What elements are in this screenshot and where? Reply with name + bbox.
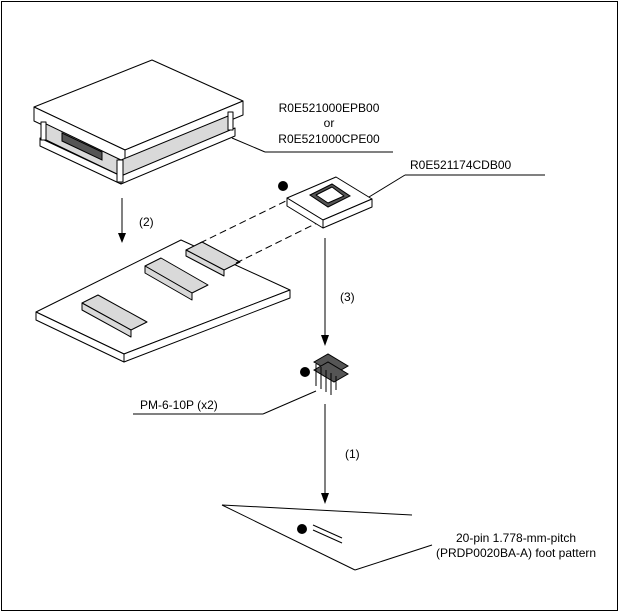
emulator-unit (33, 59, 244, 185)
emulator-part-1-label: R0E521000EPB00 (279, 101, 380, 115)
foot-pattern-pin1-marker (297, 524, 307, 534)
arrow-3-head (321, 335, 329, 346)
step-2-label: (2) (139, 215, 154, 229)
foot-pattern-board (221, 504, 433, 571)
emulator-or-label: or (324, 116, 335, 130)
converter-board (286, 176, 373, 229)
step-1-label: (1) (345, 447, 360, 461)
foot-pattern-label-line1: 20-pin 1.778-mm-pitch (456, 531, 576, 545)
converter-pin1-marker (278, 181, 288, 191)
cable-edge-upper (199, 197, 293, 244)
converter-part-label: R0E521174CDB00 (410, 158, 512, 172)
pin-headers (313, 353, 349, 395)
pin-leader (262, 390, 317, 415)
arrow-2-head (118, 233, 126, 243)
foot-pattern-label-line2: (PRDP0020BA-A) foot pattern (436, 546, 596, 560)
cable-edge-lower (235, 217, 328, 264)
pin-header-pin1-marker (300, 367, 310, 377)
emulator-leader (231, 137, 266, 153)
arrow-1-head (321, 493, 329, 504)
converter-leader (368, 174, 406, 198)
step-3-label: (3) (340, 290, 355, 304)
pcb-board (35, 239, 291, 363)
pin-part-label: PM-6-10P (x2) (140, 398, 218, 412)
emulator-part-2-label: R0E521000CPE00 (278, 132, 380, 146)
